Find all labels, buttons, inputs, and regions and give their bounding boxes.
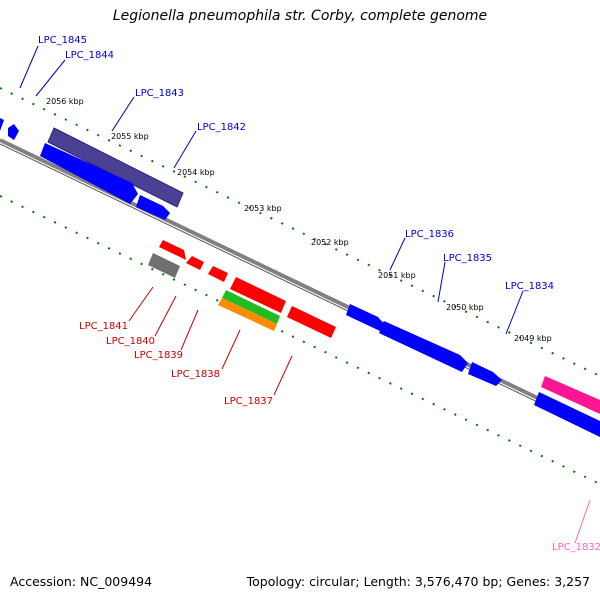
gene-lpc-1842-a[interactable] (40, 143, 138, 204)
map-title: Legionella pneumophila str. Corby, compl… (112, 8, 488, 24)
gene-lpc-1832-a[interactable] (541, 376, 600, 414)
genome-backbone-shadow (0, 143, 600, 433)
gene-lpc-1845[interactable] (0, 118, 4, 131)
label-lpc-1837[interactable]: LPC_1837 (224, 396, 273, 407)
gene-lpc-1834[interactable] (468, 362, 502, 386)
gene-lpc-1840-b[interactable] (186, 256, 204, 270)
label-lpc-1834[interactable]: LPC_1834 (505, 281, 554, 292)
label-lpc-1835[interactable]: LPC_1835 (443, 253, 492, 264)
gene-lpc-1838-green[interactable] (222, 290, 280, 324)
accession-label: Accession: NC_009494 (10, 574, 153, 589)
gene-lpc-1840-a[interactable] (159, 240, 186, 260)
gene-lpc-1838[interactable] (230, 277, 286, 313)
scale-label-2049: 2049 kbp (514, 334, 552, 343)
label-lpc-1839[interactable]: LPC_1839 (134, 350, 183, 361)
gene-lpc-1832-b[interactable] (534, 392, 600, 437)
gene-lpc-1841[interactable] (148, 253, 180, 278)
scale-label-2056: 2056 kbp (46, 97, 84, 106)
label-lpc-1844[interactable]: LPC_1844 (65, 50, 114, 61)
label-lpc-1838[interactable]: LPC_1838 (171, 369, 220, 380)
forward-scale-ticks (0, 87, 600, 377)
scale-label-2050: 2050 kbp (446, 303, 484, 312)
gene-lpc-1838-orange[interactable] (218, 298, 277, 331)
scale-label-2052: 2052 kbp (311, 238, 349, 247)
pink-leader-line (574, 499, 591, 544)
label-lpc-1841[interactable]: LPC_1841 (79, 321, 128, 332)
gene-lpc-1844[interactable] (8, 124, 19, 140)
gene-lpc-1839[interactable] (208, 266, 228, 282)
label-lpc-1842[interactable]: LPC_1842 (197, 122, 246, 133)
forward-leader-lines (19, 45, 524, 335)
reverse-scale-ticks (0, 195, 600, 485)
label-lpc-1840[interactable]: LPC_1840 (106, 336, 155, 347)
scale-label-2053: 2053 kbp (244, 204, 282, 213)
scale-label-2055: 2055 kbp (111, 132, 149, 141)
scale-label-2054: 2054 kbp (177, 168, 215, 177)
label-lpc-1843[interactable]: LPC_1843 (135, 88, 184, 99)
gene-lpc-1842-b[interactable] (136, 195, 170, 220)
reverse-leader-lines (128, 286, 293, 396)
gene-lpc-1836[interactable] (346, 304, 384, 331)
gene-lpc-1837[interactable] (287, 306, 336, 338)
gene-lpc-1843[interactable] (47, 127, 184, 208)
gene-lpc-1835[interactable] (379, 321, 468, 372)
scale-label-2051: 2051 kbp (378, 271, 416, 280)
label-lpc-1836[interactable]: LPC_1836 (405, 229, 454, 240)
topology-label: Topology: circular; Length: 3,576,470 bp… (246, 574, 590, 589)
label-lpc-1832[interactable]: LPC_1832 (552, 542, 600, 553)
label-lpc-1845[interactable]: LPC_1845 (38, 35, 87, 46)
